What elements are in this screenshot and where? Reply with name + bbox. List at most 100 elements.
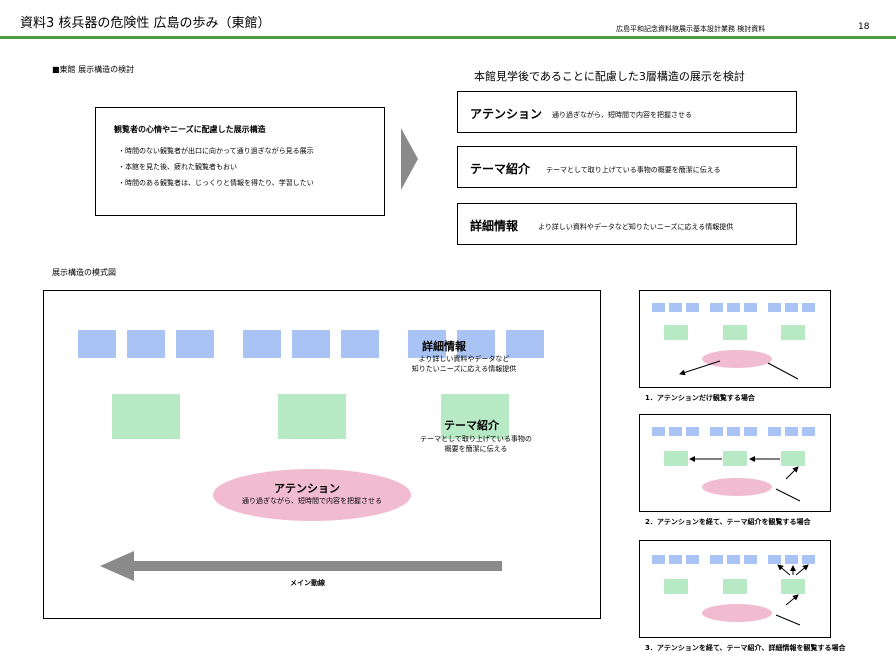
theme-block <box>781 325 805 340</box>
theme-desc-line: 概要を簡潔に伝える <box>444 445 508 453</box>
layer-theme-box: テーマ紹介 テーマとして取り上げている事物の概要を簡潔に伝える <box>457 146 797 188</box>
needs-item: ・本館を見た後、疲れた観覧者もおい <box>118 163 237 171</box>
detail-block <box>457 330 495 358</box>
detail-desc-line: 知りたいニーズに応える情報提供 <box>411 365 517 373</box>
section-label-structure: ■東館 展示構造の検討 <box>52 65 135 74</box>
detail-block <box>710 303 723 312</box>
flow-arrow <box>775 614 801 626</box>
visitor-needs-box: 観覧者の心情やニーズに配慮した展示構造 ・時間のない観覧者が出口に向かって通り過… <box>95 107 385 216</box>
flow-arrows-icon <box>775 564 809 626</box>
attention-ellipse <box>702 604 772 622</box>
theme-block <box>723 579 747 594</box>
main-route-arrow-icon <box>100 551 502 581</box>
main-route-label: メイン動線 <box>290 579 325 587</box>
detail-block <box>802 555 815 564</box>
case-diagram-2 <box>639 414 831 512</box>
needs-item: ・時間のある観覧者は、じっくりと情報を得たり、学習したい <box>118 179 314 187</box>
detail-label: 詳細情報 <box>422 340 466 353</box>
theme-desc: テーマとして取り上げている事物の 概要を簡潔に伝える <box>396 434 556 454</box>
page-number: 18 <box>858 22 870 32</box>
detail-block <box>669 303 682 312</box>
detail-block <box>652 555 665 564</box>
detail-block <box>176 330 214 358</box>
flow-arrow <box>775 488 801 502</box>
theme-block <box>664 579 688 594</box>
theme-block <box>664 325 688 340</box>
detail-block <box>744 303 757 312</box>
detail-block <box>768 303 781 312</box>
document-subtitle: 広島平和記念資料館展示基本設計業務 検討資料 <box>616 25 766 33</box>
layer-desc: 通り過ぎながら、短時間で内容を把握させる <box>552 111 692 119</box>
detail-block <box>727 555 740 564</box>
attention-desc: 通り過ぎながら、短時間で内容を把握させる <box>242 497 382 505</box>
detail-block <box>785 427 798 436</box>
detail-block <box>710 555 723 564</box>
case-caption-3: 3．アテンションを経て、テーマ紹介、詳細情報を観覧する場合 <box>645 644 846 652</box>
theme-label: テーマ紹介 <box>444 419 499 432</box>
header-rule <box>0 36 896 39</box>
page-title: 資料3 核兵器の危険性 広島の歩み（東館） <box>20 16 271 31</box>
attention-label: アテンション <box>274 482 340 495</box>
detail-block <box>669 555 682 564</box>
detail-block <box>408 330 446 358</box>
layer-attention-box: アテンション 通り過ぎながら、短時間で内容を把握させる <box>457 91 797 133</box>
layer-name: テーマ紹介 <box>470 162 531 176</box>
section-label-diagram: 展示構造の模式図 <box>52 268 116 277</box>
needs-title: 観覧者の心情やニーズに配慮した展示構造 <box>114 125 266 134</box>
flow-arrow <box>785 466 799 480</box>
detail-block <box>744 555 757 564</box>
layer-name: アテンション <box>470 107 543 121</box>
flow-arrow <box>785 594 799 606</box>
detail-block <box>78 330 116 358</box>
detail-block <box>243 330 281 358</box>
case-diagram-3 <box>639 540 831 638</box>
theme-block <box>781 579 805 594</box>
attention-ellipse <box>702 478 772 496</box>
layer-desc: テーマとして取り上げている事物の概要を簡潔に伝える <box>546 166 721 174</box>
flow-arrow <box>777 564 791 576</box>
detail-block <box>652 427 665 436</box>
detail-block <box>768 555 781 564</box>
detail-desc-line: より詳しい資料やデータなど <box>418 355 510 363</box>
detail-block <box>710 427 723 436</box>
theme-block <box>278 394 346 439</box>
detail-block <box>802 427 815 436</box>
attention-ellipse <box>213 469 411 521</box>
layer-desc: より詳しい資料やデータなど知りたいニーズに応える情報提供 <box>538 223 734 231</box>
theme-block <box>664 451 688 466</box>
theme-desc-line: テーマとして取り上げている事物の <box>420 435 532 443</box>
detail-block <box>727 427 740 436</box>
detail-block <box>768 427 781 436</box>
detail-block <box>292 330 330 358</box>
flow-arrow <box>767 362 799 380</box>
detail-block <box>669 427 682 436</box>
flow-arrows-icon <box>689 456 801 502</box>
layer-name: 詳細情報 <box>470 219 519 233</box>
detail-block <box>686 555 699 564</box>
right-arrow-icon <box>401 128 418 190</box>
detail-block <box>506 330 544 358</box>
detail-block <box>802 303 815 312</box>
theme-block <box>723 325 747 340</box>
detail-block <box>727 303 740 312</box>
detail-block <box>652 303 665 312</box>
theme-block <box>441 394 509 439</box>
theme-block <box>723 451 747 466</box>
theme-block <box>112 394 180 439</box>
case-caption-2: 2．アテンションを経て、テーマ紹介を観覧する場合 <box>645 518 811 526</box>
three-layer-heading: 本館見学後であることに配慮した3層構造の展示を検討 <box>474 70 745 83</box>
theme-block <box>781 451 805 466</box>
flow-arrow <box>679 360 721 376</box>
detail-desc: より詳しい資料やデータなど 知りたいニーズに応える情報提供 <box>384 354 544 374</box>
flow-arrows-icon <box>679 360 799 380</box>
detail-block <box>686 303 699 312</box>
detail-block <box>127 330 165 358</box>
case-diagram-1 <box>639 290 831 388</box>
flow-arrow <box>795 564 809 576</box>
detail-block <box>785 303 798 312</box>
needs-item: ・時間のない観覧者が出口に向かって通り過ぎながら見る展示 <box>118 147 314 155</box>
detail-block <box>785 555 798 564</box>
structure-diagram: 詳細情報 より詳しい資料やデータなど 知りたいニーズに応える情報提供 テーマ紹介… <box>43 290 601 619</box>
layer-detail-box: 詳細情報 より詳しい資料やデータなど知りたいニーズに応える情報提供 <box>457 203 797 245</box>
case-caption-1: 1．アテンションだけ観覧する場合 <box>645 394 755 402</box>
